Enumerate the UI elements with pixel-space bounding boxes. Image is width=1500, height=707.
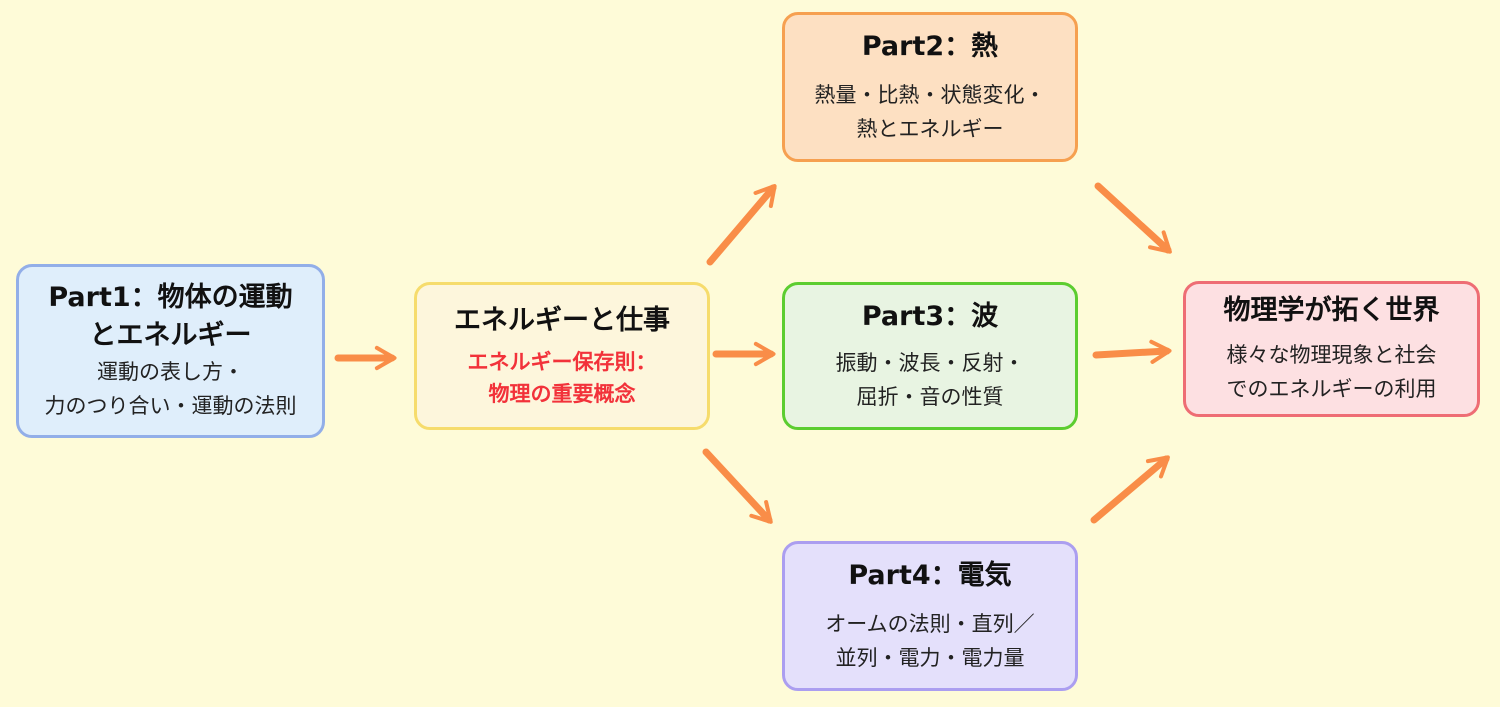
part2-node: Part2：熱 熱量・比熱・状態変化・ 熱とエネルギー	[782, 12, 1078, 162]
arrow-energy-to-part2	[706, 184, 777, 266]
energy-description: エネルギー保存則： 物理の重要概念	[467, 350, 657, 406]
arrow-part3-to-world	[1092, 339, 1172, 364]
arrow-part4-to-world	[1090, 455, 1170, 524]
energy-work-node: エネルギーと仕事 エネルギー保存則： 物理の重要概念	[414, 282, 710, 430]
part3-node: Part3：波 振動・波長・反射・ 屈折・音の性質	[782, 282, 1078, 430]
part1-node: Part1：物体の運動 とエネルギー 運動の表し方・ 力のつり合い・運動の法則	[16, 264, 325, 438]
physics-world-node: 物理学が拓く世界 様々な物理現象と社会 でのエネルギーの利用	[1183, 281, 1480, 417]
part4-node: Part4：電気 オームの法則・直列／ 並列・電力・電力量	[782, 541, 1078, 691]
part3-title: Part3：波	[861, 301, 999, 332]
arrow-part2-to-world	[1094, 182, 1172, 254]
arrow-energy-to-part4	[702, 448, 773, 524]
part2-title: Part2：熱	[861, 31, 999, 62]
world-description: 様々な物理現象と社会 でのエネルギーの利用	[1226, 343, 1437, 401]
world-title: 物理学が拓く世界	[1223, 295, 1440, 326]
energy-title: エネルギーと仕事	[454, 305, 670, 336]
part4-title: Part4：電気	[848, 560, 1012, 591]
part1-description: 運動の表し方・ 力のつり合い・運動の法則	[44, 360, 297, 418]
part2-description: 熱量・比熱・状態変化・ 熱とエネルギー	[814, 83, 1046, 141]
part3-description: 振動・波長・反射・ 屈折・音の性質	[835, 351, 1025, 409]
part4-description: オームの法則・直列／ 並列・電力・電力量	[825, 612, 1035, 670]
part1-title: Part1：物体の運動 とエネルギー	[48, 282, 293, 351]
